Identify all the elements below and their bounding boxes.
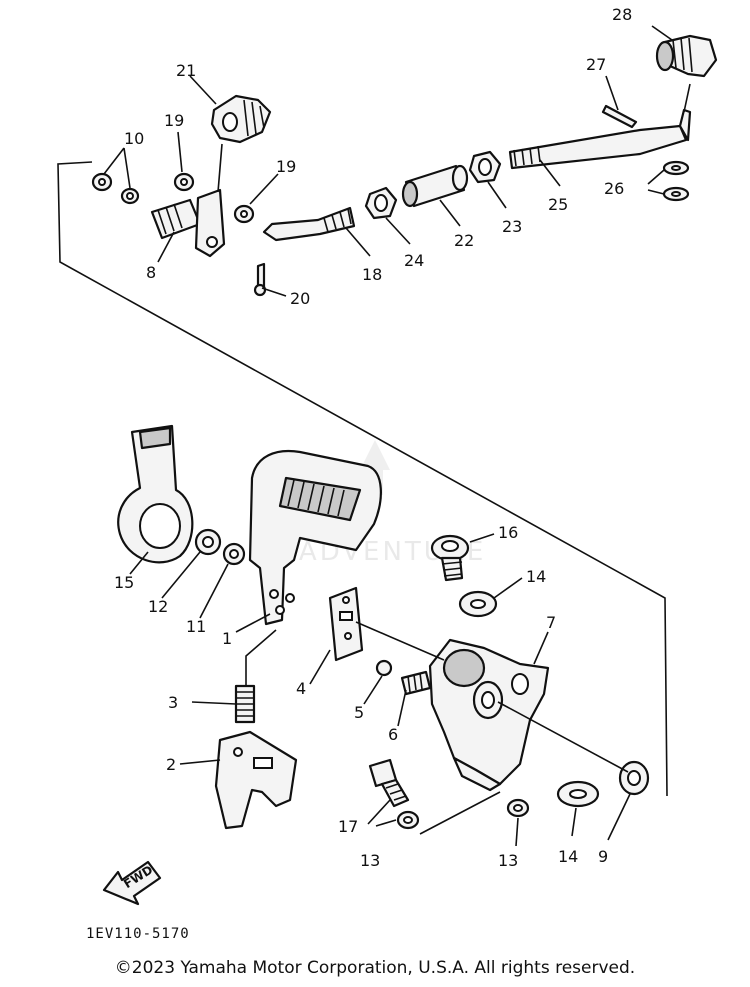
copyright-notice: ©2023 Yamaha Motor Corporation, U.S.A. A… xyxy=(114,958,636,978)
part-22-sleeve xyxy=(401,164,469,208)
callout-12: 12 xyxy=(148,597,168,616)
fwd-arrow-icon: FWD xyxy=(102,860,162,906)
part-13-nut-a xyxy=(396,810,420,830)
callout-19-a: 19 xyxy=(164,111,184,130)
callout-13-b: 13 xyxy=(498,851,518,870)
callout-26: 26 xyxy=(604,179,624,198)
callout-18: 18 xyxy=(362,265,382,284)
part-19-washer-a xyxy=(173,172,195,192)
part-18-rod xyxy=(262,206,356,242)
callout-14-a: 14 xyxy=(526,567,546,586)
callout-19-b: 19 xyxy=(276,157,296,176)
callout-20: 20 xyxy=(290,289,310,308)
part-7-shift-housing xyxy=(428,638,550,792)
callout-21: 21 xyxy=(176,61,196,80)
part-21-boot xyxy=(210,94,272,144)
part-14-washer-b xyxy=(556,780,600,808)
part-8-shift-lever xyxy=(150,188,226,258)
callout-17: 17 xyxy=(338,817,358,836)
callout-6: 6 xyxy=(388,725,398,744)
callout-15: 15 xyxy=(114,573,134,592)
part-11-washer xyxy=(222,542,246,566)
callout-7: 7 xyxy=(546,613,556,632)
part-12-spacer xyxy=(194,528,222,556)
leader-lines-bottom xyxy=(129,533,631,847)
part-16-bolt xyxy=(430,534,470,582)
callout-22: 22 xyxy=(454,231,474,250)
callout-16: 16 xyxy=(498,523,518,542)
callout-27: 27 xyxy=(586,55,606,74)
part-19-washer-b xyxy=(233,204,255,224)
callout-13-a: 13 xyxy=(360,851,380,870)
callout-8: 8 xyxy=(146,263,156,282)
part-4-plate xyxy=(328,586,364,662)
part-3-spring xyxy=(234,684,256,724)
callout-1: 1 xyxy=(222,629,232,648)
callout-5: 5 xyxy=(354,703,364,722)
callout-23: 23 xyxy=(502,217,522,236)
part-1-handle xyxy=(248,450,382,626)
callout-25: 25 xyxy=(548,195,568,214)
part-27-cotter-pin xyxy=(601,104,638,129)
assembly-frame xyxy=(57,161,668,797)
part-9-washer xyxy=(618,760,650,796)
part-23-nut xyxy=(468,150,502,184)
leader-lines-top xyxy=(103,25,691,297)
callout-11: 11 xyxy=(186,617,206,636)
callout-28: 28 xyxy=(612,5,632,24)
callout-3: 3 xyxy=(168,693,178,712)
part-6-detent-pin xyxy=(400,670,432,696)
callout-4: 4 xyxy=(296,679,306,698)
part-20-pin xyxy=(253,262,267,297)
callout-2: 2 xyxy=(166,755,176,774)
part-17-bolt xyxy=(368,758,410,808)
part-15-bracket xyxy=(117,424,194,564)
callout-labels: 28 27 21 19 10 19 26 25 23 22 24 18 8 20… xyxy=(114,5,632,870)
part-26-washers xyxy=(662,160,690,202)
part-10-washers xyxy=(91,172,140,205)
callout-14-b: 14 xyxy=(558,847,578,866)
callout-24: 24 xyxy=(404,251,424,270)
callout-10: 10 xyxy=(124,129,144,148)
callout-9: 9 xyxy=(598,847,608,866)
part-28-elbow-boot xyxy=(655,34,718,78)
part-14-washer-a xyxy=(458,590,498,618)
part-25-shift-rod xyxy=(508,108,692,170)
part-24-nut xyxy=(364,186,398,220)
part-5-ball xyxy=(375,659,393,677)
diagram-code: 1EV110-5170 xyxy=(86,926,190,942)
part-2-shift-lever xyxy=(214,730,298,830)
part-13-nut-b xyxy=(506,798,530,818)
